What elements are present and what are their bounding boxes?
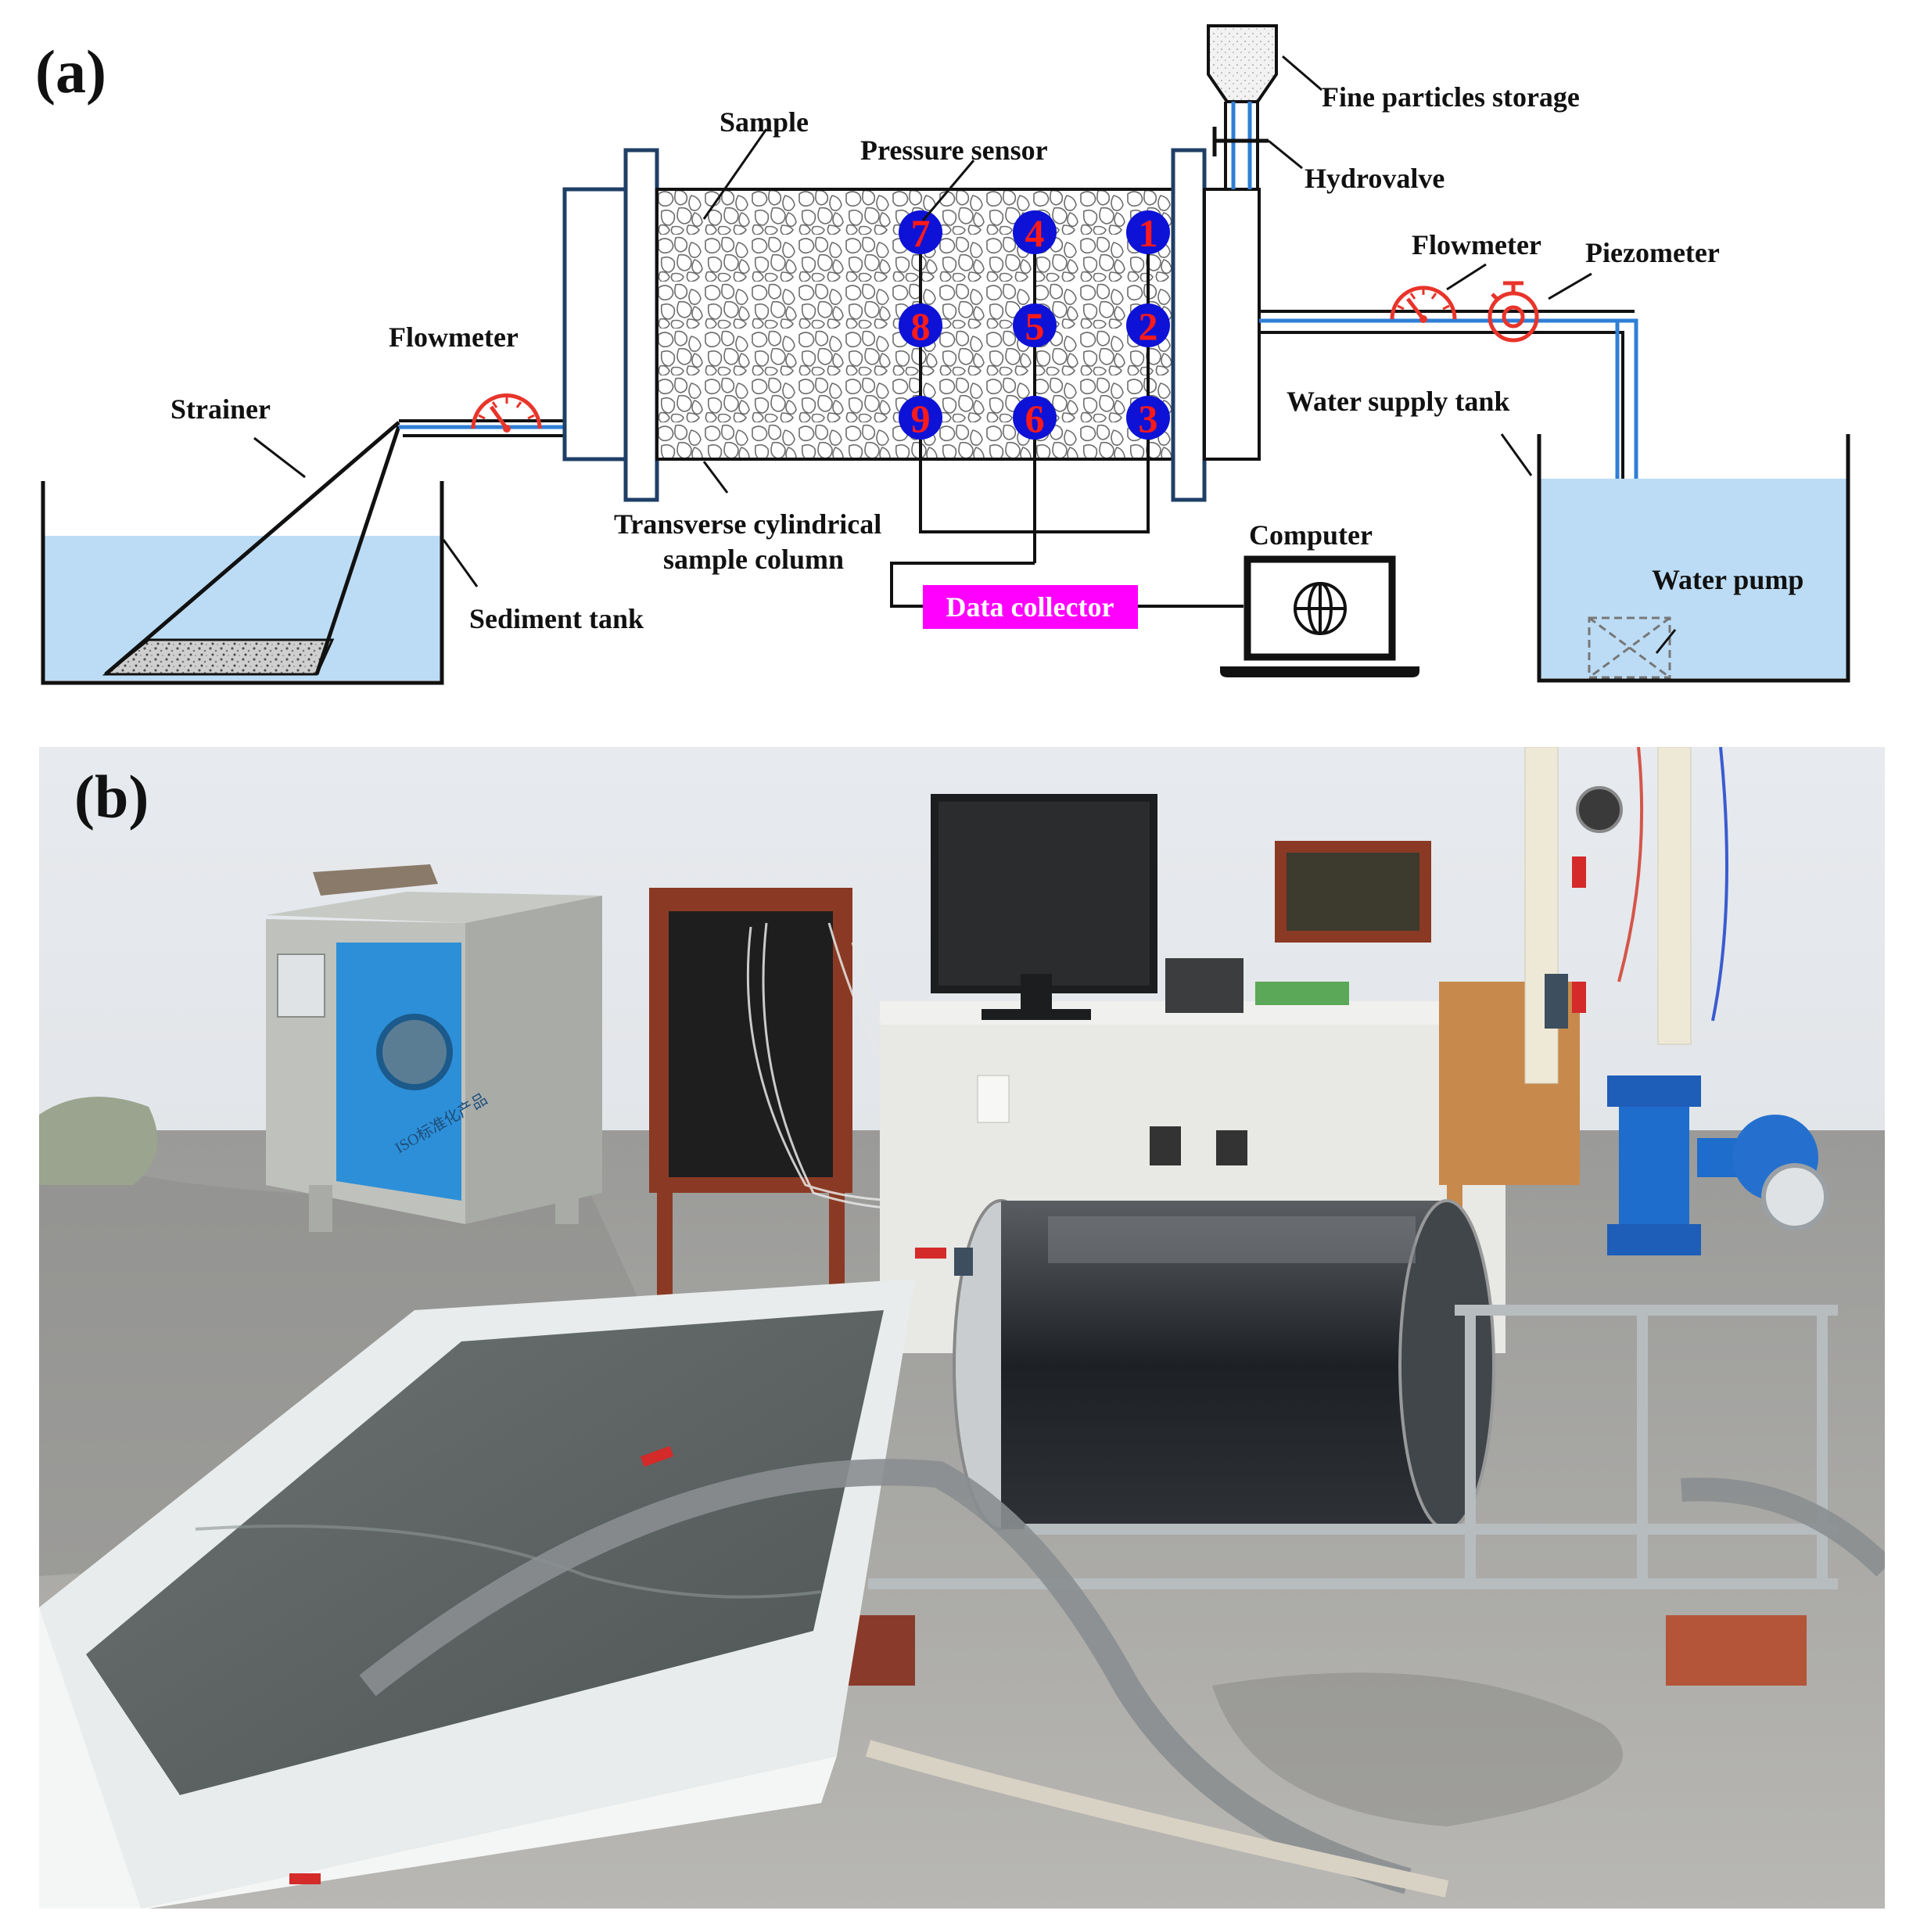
svg-text:2: 2: [1139, 304, 1158, 348]
fine-particles-storage: [1207, 24, 1278, 189]
svg-text:8: 8: [911, 304, 931, 348]
flowmeter-left-gauge: [471, 393, 542, 433]
label-flowmeter-left: Flowmeter: [389, 321, 519, 353]
sensor-3: 3: [1126, 396, 1170, 440]
sensor-cables: [746, 922, 1049, 1211]
label-column-line2: sample column: [663, 544, 844, 575]
valve-handle: [1572, 982, 1586, 1013]
label-piezometer: Piezometer: [1585, 237, 1720, 268]
left-end-cap: [562, 187, 630, 461]
sensor-5: 5: [1013, 303, 1057, 348]
tray: [313, 864, 438, 896]
water-supply-tank-water: [1539, 479, 1848, 678]
drying-oven: ISO标准化产品: [266, 864, 602, 1232]
monitor: [931, 794, 1157, 1020]
hose-valves: [289, 1248, 973, 1884]
label-strainer: Strainer: [170, 393, 271, 425]
oven-window: [376, 1014, 453, 1090]
water-pump: [1588, 616, 1671, 679]
svg-text:9: 9: [911, 397, 931, 440]
water-supply-tank: [1537, 434, 1850, 683]
pressure-sensors: 7 4 1 8 5 2 9 6 3: [899, 210, 1170, 440]
photo-panel-b: (b) ISO标准化产品: [39, 747, 1885, 1909]
leader-lines: [253, 55, 1677, 654]
label-flowmeter-right: Flowmeter: [1412, 229, 1541, 260]
panel-a-tag: (a): [35, 38, 106, 106]
sack: [39, 1097, 158, 1185]
piezometer-gauge: [1488, 281, 1539, 343]
label-hydrovalve: Hydrovalve: [1305, 163, 1444, 194]
svg-text:1: 1: [1139, 211, 1158, 255]
strainer: [102, 421, 401, 676]
label-computer: Computer: [1249, 519, 1373, 551]
sample-column-photo: [953, 1199, 1495, 1531]
label-column-line1: Transverse cylindrical: [614, 508, 881, 540]
schematic-panel-a: (a): [35, 24, 1850, 685]
data-collector: Data collector: [923, 585, 1138, 629]
computer: [1220, 555, 1419, 677]
sensor-8: 8: [899, 303, 942, 348]
svg-text:3: 3: [1139, 397, 1158, 440]
hoses: [359, 1459, 1885, 1898]
bricks: [1666, 1615, 1807, 1686]
svg-text:4: 4: [1025, 211, 1045, 255]
data-collector-label: Data collector: [946, 591, 1114, 623]
electromagnetic-flowmeter: [1607, 1076, 1828, 1255]
pressure-gauge: [1576, 786, 1623, 833]
label-sample: Sample: [720, 106, 809, 138]
steel-frame: [868, 1305, 1838, 1589]
label-fine-particles-storage: Fine particles storage: [1322, 81, 1580, 113]
panel-b-tag: (b): [74, 763, 149, 831]
data-logger: [1165, 958, 1244, 1013]
svg-text:7: 7: [911, 211, 931, 255]
sensor-2: 2: [1126, 303, 1170, 348]
svg-text:5: 5: [1025, 304, 1045, 348]
chair-right: [1275, 841, 1431, 943]
flowmeter-right-gauge: [1390, 285, 1457, 323]
label-sediment-tank: Sediment tank: [469, 603, 644, 634]
svg-text:6: 6: [1025, 397, 1045, 440]
label-water-pump: Water pump: [1652, 564, 1803, 595]
green-board: [1255, 982, 1349, 1005]
sensor-1: 1: [1126, 210, 1170, 255]
valve-handle: [1572, 856, 1586, 888]
sensor-4: 4: [1013, 210, 1057, 255]
sensor-6: 6: [1013, 396, 1057, 440]
right-end-cap: [1203, 188, 1261, 461]
vertical-pipes: [1524, 747, 1728, 1084]
hydrovalve: [1212, 127, 1269, 156]
left-flange: [623, 148, 659, 502]
sensor-7: 7: [899, 210, 942, 255]
right-flange: [1171, 148, 1207, 502]
globe-icon: [1294, 582, 1347, 635]
tank-water: [86, 1310, 884, 1795]
label-pressure-sensor: Pressure sensor: [860, 135, 1048, 166]
sensor-9: 9: [899, 396, 942, 440]
label-water-supply-tank: Water supply tank: [1287, 386, 1509, 417]
